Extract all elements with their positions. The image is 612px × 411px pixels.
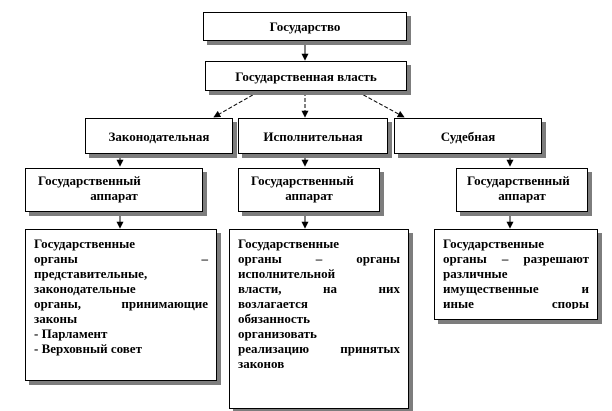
legislative-desc-line-3: представительные, [34,266,148,281]
judicial-desc-line-5: иные споры [443,296,589,309]
arrow-power-to-judicial [357,91,405,118]
judicial-apparatus-line2: аппарат [498,188,546,203]
judicial-description-box: Государственные органы – разрешают разли… [434,229,598,320]
executive-desc-line-6: обязанность [238,311,310,326]
state-box: Государство [203,12,407,41]
executive-description-box: Государственные органы – органы исполнит… [229,229,409,409]
executive-desc-line-3: исполнительной [238,266,336,281]
judicial-desc-line-3: различные [443,266,508,281]
state-power-box: Государственная власть [205,61,407,91]
executive-desc-line-4: власти, на них [238,281,400,296]
executive-desc-line-7: организовать [238,326,317,341]
executive-desc-line-9: законов [238,356,285,371]
judicial-apparatus-line1: Государственный [467,173,570,188]
judicial-branch-box: Судебная [394,118,542,154]
legislative-branch-box: Законодательная [85,118,233,154]
executive-apparatus-box: Государственный аппарат [238,168,380,212]
executive-branch-box: Исполнительная [238,118,388,154]
legislative-desc-line-5: органы, принимающие [34,296,208,311]
judicial-branch-label: Судебная [440,128,496,144]
legislative-desc-line-4: законодательные [34,281,136,296]
legislative-branch-label: Законодательная [108,128,210,144]
executive-desc-line-1: Государственные [238,236,340,251]
executive-apparatus-line1: Государственный [251,173,354,188]
legislative-desc-item-parliament: - Парламент [34,326,108,341]
legislative-apparatus-line1: Государственный [38,173,141,188]
legislative-desc-line-1: Государственные [34,236,136,251]
executive-desc-line-2: органы – органы [238,251,400,266]
state-label: Государство [269,19,341,34]
legislative-description-box: Государственные органы – представительны… [25,229,217,381]
state-power-label: Государственная власть [235,68,377,84]
judicial-desc-line-4: имущественные и [443,281,589,296]
legislative-apparatus-line2: аппарат [90,188,138,203]
executive-desc-line-8: реализацию принятых [238,341,400,356]
legislative-desc-line-6: законы [34,311,78,326]
legislative-apparatus-box: Государственный аппарат [25,168,203,212]
judicial-desc-line-2: органы – разрешают [443,251,589,266]
executive-branch-label: Исполнительная [263,128,363,144]
judicial-apparatus-box: Государственный аппарат [456,168,588,212]
judicial-desc-line-1: Государственные [443,236,545,251]
executive-desc-line-5: возлагается [238,296,308,311]
arrow-power-to-legislative [213,91,259,118]
legislative-desc-item-supreme-council: - Верховный совет [34,341,142,356]
executive-apparatus-line2: аппарат [285,188,333,203]
legislative-desc-line-2: органы – [34,251,208,266]
